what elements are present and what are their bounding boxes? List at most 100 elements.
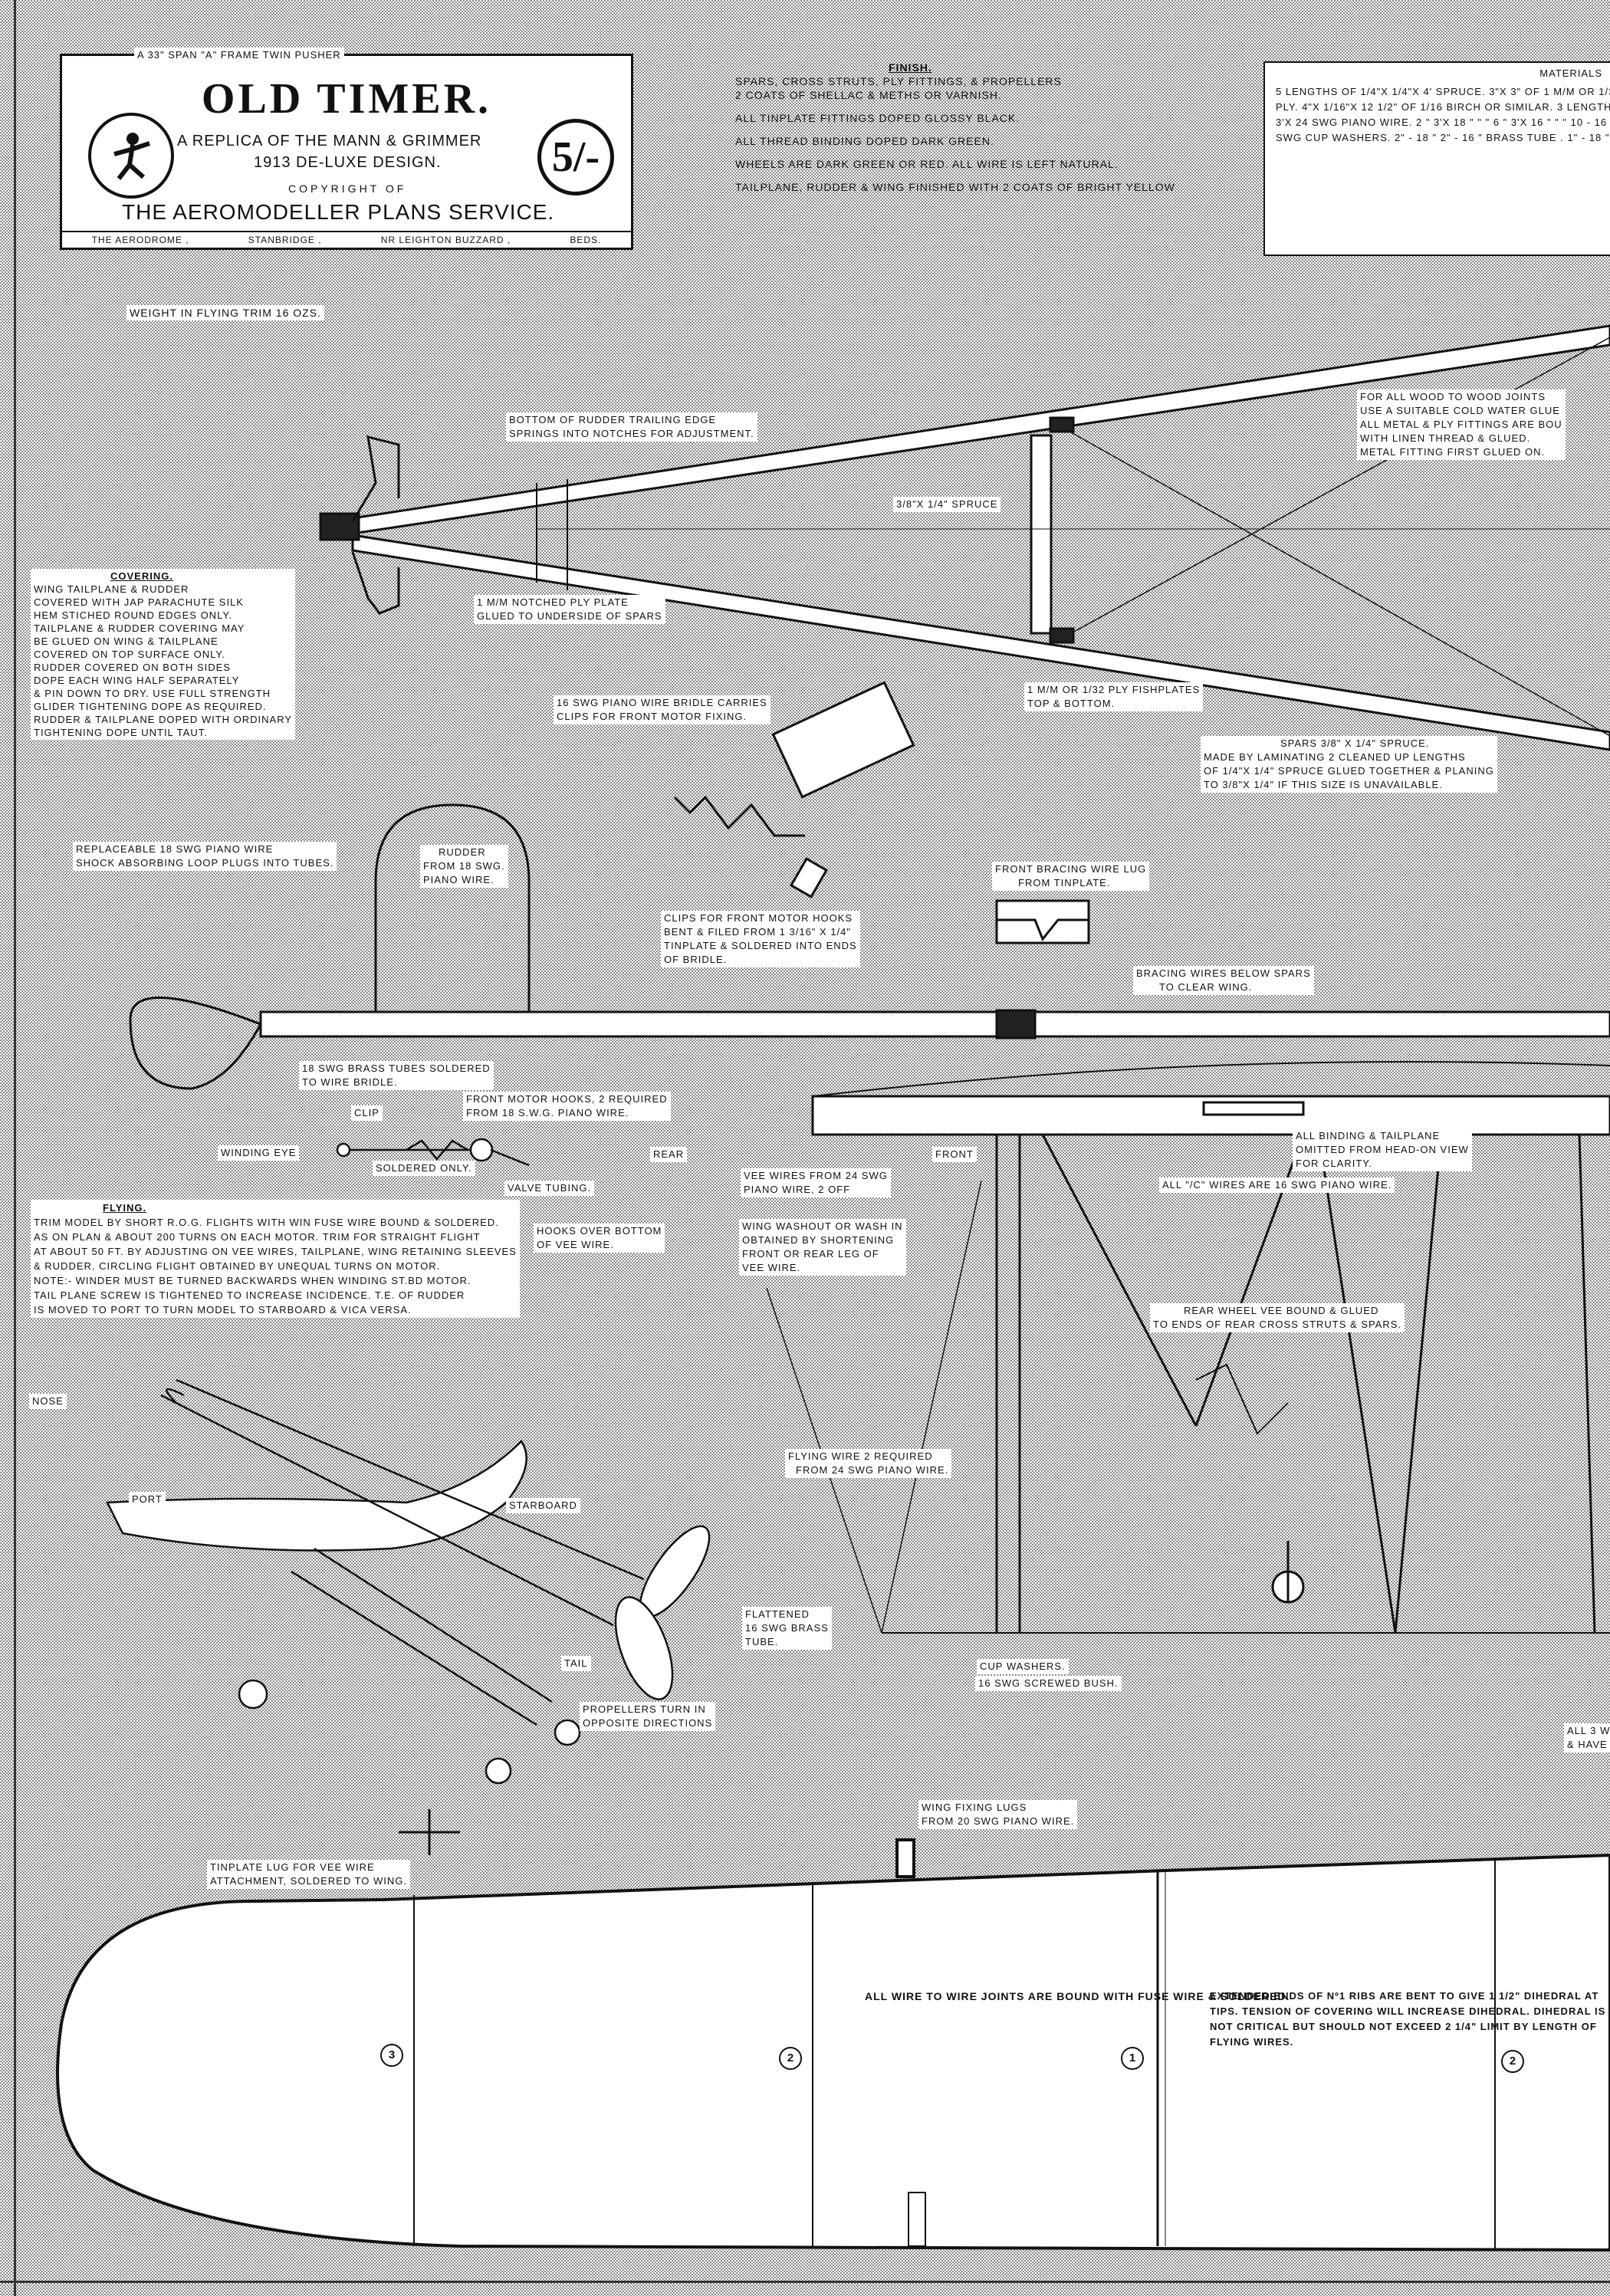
joints-line: ALL METAL & PLY FITTINGS ARE BOU	[1360, 419, 1562, 430]
note-line: OF VEE WIRE.	[537, 1239, 614, 1250]
note-line: REAR WHEEL VEE BOUND & GLUED	[1184, 1305, 1379, 1316]
price-badge: 5/-	[537, 119, 614, 195]
note-line: CLIPS FOR FRONT MOTOR FIXING.	[557, 711, 748, 722]
valve-tubing-label: VALVE TUBING.	[504, 1181, 595, 1196]
note-line: BOTTOM OF RUDDER TRAILING EDGE	[509, 414, 717, 425]
note-line: ALL BINDING & TAILPLANE	[1296, 1130, 1441, 1141]
note-line: TO 3/8"X 1/4" IF THIS SIZE IS UNAVAILABL…	[1204, 779, 1443, 790]
rib-number: 3	[380, 2044, 403, 2067]
washout-note: WING WASHOUT OR WASH IN OBTAINED BY SHOR…	[739, 1219, 906, 1276]
service-name: THE AEROMODELLER PLANS SERVICE.	[122, 200, 555, 224]
cup-washers-label: CUP WASHERS.	[977, 1659, 1069, 1674]
head-on-view	[766, 1061, 1610, 1634]
covering-line: BE GLUED ON WING & TAILPLANE	[34, 636, 219, 647]
note-line: ALL 3 W	[1567, 1725, 1610, 1736]
materials-line: 3"X 3" OF 1 M/M OR 1/32 PLY.	[1276, 86, 1610, 113]
covering-heading: COVERING.	[110, 570, 173, 582]
finish-line: SPARS, CROSS STRUTS, PLY FITTINGS, & PRO…	[735, 75, 1062, 87]
note-line: TINPLATE & SOLDERED INTO ENDS	[664, 940, 857, 951]
address: THE AERODROME , STANBRIDGE , NR LEIGHTON…	[62, 231, 631, 245]
note-line: FLYING WIRE 2 REQUIRED	[788, 1450, 933, 1462]
finish-heading: FINISH.	[889, 61, 932, 74]
materials-line: 2" - 16 " BRASS TUBE .	[1440, 132, 1564, 143]
note-line: VEE WIRES FROM 24 SWG	[744, 1170, 888, 1181]
rear-label: REAR	[650, 1147, 688, 1162]
wire-joints-note: ALL WIRE TO WIRE JOINTS ARE BOUND WITH F…	[865, 1989, 1290, 2004]
covering-block: COVERING. WING TAILPLANE & RUDDER COVERE…	[31, 569, 296, 740]
covering-line: RUDDER & TAILPLANE DOPED WITH ORDINARY	[34, 714, 293, 725]
note-line: FOR CLARITY.	[1296, 1158, 1372, 1169]
note-line: GLUED TO UNDERSIDE OF SPARS	[477, 610, 662, 622]
note-line: OMITTED FROM HEAD-ON VIEW	[1296, 1144, 1469, 1155]
bridle-note: 16 SWG PIANO WIRE BRIDLE CARRIES CLIPS F…	[554, 695, 770, 724]
note-line: HOOKS OVER BOTTOM	[537, 1225, 662, 1237]
covering-line: RUDDER COVERED ON BOTH SIDES	[34, 662, 231, 673]
note-line: FROM 18 SWG.	[423, 860, 505, 872]
binding-omitted-note: ALL BINDING & TAILPLANE OMITTED FROM HEA…	[1293, 1128, 1472, 1171]
note-line: PROPELLERS TURN IN	[583, 1703, 706, 1715]
note-line: OF 1/4"X 1/4" SPRUCE GLUED TOGETHER & PL…	[1204, 765, 1494, 777]
finish-line: ALL THREAD BINDING DOPED DARK GREEN.	[735, 135, 994, 147]
note-line: FRONT MOTOR HOOKS, 2 REQUIRED	[466, 1093, 668, 1105]
note-line: SPARS 3/8" X 1/4" SPRUCE.	[1280, 737, 1430, 749]
note-line: OBTAINED BY SHORTENING	[742, 1234, 895, 1246]
tinplate-lug-note: TINPLATE LUG FOR VEE WIRE ATTACHMENT, SO…	[207, 1860, 411, 1889]
ply-plate-note: 1 M/M NOTCHED PLY PLATE GLUED TO UNDERSI…	[474, 595, 665, 624]
note-line: CLIPS FOR FRONT MOTOR HOOKS	[664, 912, 853, 924]
rib-number: 2	[1501, 2050, 1524, 2073]
address-part: THE AERODROME ,	[91, 235, 189, 245]
note-line: OF BRIDLE.	[664, 954, 728, 965]
note-line: VEE WIRE.	[742, 1262, 801, 1273]
note-line: 1 M/M NOTCHED PLY PLATE	[477, 596, 629, 608]
note-line: BRACING WIRES BELOW SPARS	[1136, 967, 1311, 979]
note-line: 16 SWG PIANO WIRE BRIDLE CARRIES	[557, 697, 767, 708]
materials-line: 1" - 18 " " "	[1567, 132, 1610, 143]
note-line: WITH FUSE WIRE & SOLDERED.	[1103, 1990, 1290, 2002]
flying-line: NOTE:- WINDER MUST BE TURNED BACKWARDS W…	[34, 1275, 472, 1286]
note-line: RUDDER	[439, 846, 486, 858]
joints-line: FOR ALL WOOD TO WOOD JOINTS	[1360, 391, 1546, 402]
fuse-wire-label: FUSE WIRE BOUND & SOLDERED.	[311, 1215, 502, 1230]
flying-line: AT ABOUT 50 FT. BY ADJUSTING ON VEE WIRE…	[34, 1246, 517, 1257]
fishplates-note: 1 M/M OR 1/32 PLY FISHPLATES TOP & BOTTO…	[1024, 682, 1204, 711]
note-line: 16 SWG BRASS	[745, 1622, 829, 1634]
all-wires-note: ALL "/C" WIRES ARE 16 SWG PIANO WIRE.	[1159, 1178, 1395, 1193]
subtitle-line2: 1913 DE-LUXE DESIGN.	[254, 154, 442, 171]
subtitle-line1: A REPLICA OF THE MANN & GRIMMER	[177, 133, 482, 149]
nose-label: NOSE	[29, 1394, 67, 1409]
covering-line: HEM STICHED ROUND EDGES ONLY.	[34, 609, 232, 621]
note-line: FROM 24 SWG PIANO WIRE.	[796, 1464, 949, 1476]
covering-line: & PIN DOWN TO DRY. USE FULL STRENGTH	[34, 688, 271, 699]
wing-lugs-note: WING FIXING LUGS FROM 20 SWG PIANO WIRE.	[918, 1800, 1078, 1829]
note-line: SPRINGS INTO NOTCHES FOR ADJUSTMENT.	[509, 428, 754, 439]
note-line: FROM 20 SWG PIANO WIRE.	[922, 1815, 1075, 1827]
note-line: ALL WIRE TO WIRE JOINTS ARE BOUND	[865, 1990, 1100, 2002]
wing-plan	[56, 1809, 1610, 2252]
note-line: TO WIRE BRIDLE.	[302, 1076, 398, 1088]
winding-eye-label: WINDING EYE	[218, 1145, 300, 1161]
note-line: 1 M/M OR 1/32 PLY FISHPLATES	[1027, 684, 1201, 695]
note-line: TENSION OF COVERING WILL INCREASE	[1242, 2005, 1466, 2017]
flying-heading: FLYING.	[103, 1202, 147, 1214]
side-view	[129, 681, 1610, 1090]
brass-tubes-note: 18 SWG BRASS TUBES SOLDERED TO WIRE BRID…	[299, 1061, 494, 1090]
note-line: PIANO WIRE.	[423, 874, 495, 885]
a-frame-plan-view	[319, 324, 1610, 751]
materials-block: MATERIALS 5 LENGTHS OF 1/4"X 1/4"X 4' SP…	[1263, 61, 1610, 256]
materials-line: 2" - 18 "	[1394, 132, 1438, 143]
note-line: & HAVE	[1567, 1739, 1608, 1750]
address-part: NR LEIGHTON BUZZARD ,	[380, 235, 511, 245]
materials-heading: MATERIALS	[1539, 67, 1602, 79]
note-line: WING FIXING LUGS	[922, 1802, 1027, 1813]
finish-line: ALL TINPLATE FITTINGS DOPED GLOSSY BLACK…	[735, 112, 1020, 124]
tail-label: TAIL	[561, 1656, 591, 1671]
note-line: DIHEDRAL. DIHEDRAL IS NOT CRITICAL	[1210, 2005, 1606, 2032]
covering-line: COVERED ON TOP SURFACE ONLY.	[34, 649, 226, 660]
note-line: WING WASHOUT OR WASH IN	[742, 1220, 903, 1232]
note-line: TO CLEAR WING.	[1159, 981, 1253, 993]
materials-line: 6 " 3'X 16 " " "	[1493, 117, 1568, 128]
finish-line: WHEELS ARE DARK GREEN OR RED. ALL WIRE I…	[735, 158, 1119, 170]
dihedral-note: EXTENDED ENDS OF Nº1 RIBS ARE BENT TO GI…	[1210, 1989, 1610, 2050]
weight-note: WEIGHT IN FLYING TRIM 16 OZS.	[127, 305, 324, 320]
